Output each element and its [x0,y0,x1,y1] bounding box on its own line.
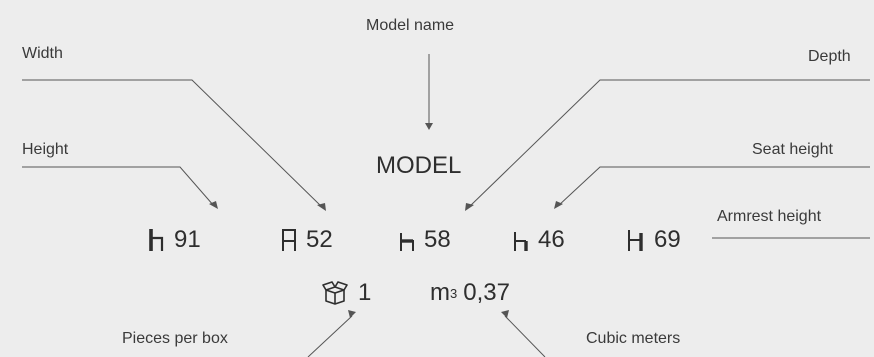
depth-arrowhead [465,203,474,211]
depth-leader [467,79,870,209]
width-value: 52 [306,226,333,253]
height-leader [22,166,215,207]
width-leader [22,79,324,209]
model-name-label: Model name [366,17,455,34]
width-arrowhead [317,203,326,211]
armrest-height-icon [628,230,643,251]
cubic-meters-leader [504,315,546,357]
chair-height-icon [149,229,164,251]
model-title: MODEL [376,152,462,179]
volume-unit: m [430,279,450,306]
height-arrowhead [209,201,218,209]
pieces-arrowhead [348,310,356,318]
seat-height-value: 46 [538,226,565,253]
spec-height: 91 [148,226,201,254]
depth-value: 58 [424,226,451,253]
height-value: 91 [174,226,201,253]
height-label: Height [22,141,69,158]
spec-width: 52 [280,226,333,254]
seat-height-icon [514,232,528,251]
width-label: Width [22,45,63,62]
spec-seat-height: 46 [512,226,565,254]
volume-value: 0,37 [463,279,510,306]
pieces-value: 1 [358,279,372,306]
seat-height-label: Seat height [752,141,833,158]
pieces-per-box-label: Pieces per box [122,330,228,347]
model-name-arrowhead [425,123,433,130]
seat-height-arrowhead [554,201,563,209]
seat-height-leader [557,166,870,207]
chair-width-icon [282,229,296,251]
armrest-height-value: 69 [654,226,681,253]
spec-depth: 58 [398,226,451,254]
chair-depth-icon [400,233,414,251]
spec-armrest-height: 69 [626,226,681,254]
spec-pieces: 1 [322,278,371,308]
cubic-arrowhead [501,310,509,318]
depth-label: Depth [808,48,851,65]
cubic-meters-label: Cubic meters [586,330,681,347]
box-icon [322,281,348,305]
pieces-per-box-leader [307,315,353,357]
volume-exponent: 3 [450,285,458,301]
armrest-height-label: Armrest height [717,208,822,225]
